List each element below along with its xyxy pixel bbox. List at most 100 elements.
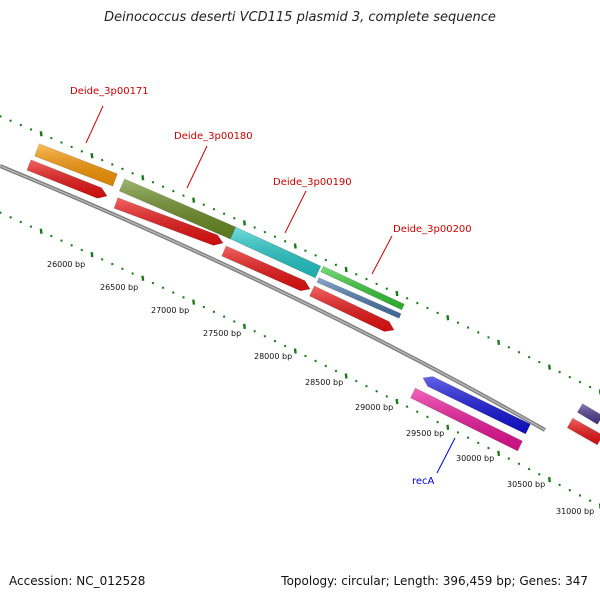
- tick-mark: [283, 240, 287, 243]
- tick-mark: [405, 297, 409, 300]
- orange-gene-shade: [34, 143, 118, 187]
- tick-mark: [344, 266, 348, 273]
- scale-label: 26500 bp: [100, 283, 138, 292]
- tick-mark: [100, 258, 104, 261]
- gene-label[interactable]: Deide_3p00171: [70, 86, 149, 97]
- tick-mark: [558, 370, 561, 374]
- tick-mark: [151, 281, 155, 285]
- red-cds-shade: [27, 159, 107, 199]
- tick-mark: [283, 344, 287, 348]
- tick-mark: [19, 123, 23, 127]
- tick-mark: [90, 252, 94, 258]
- tick-mark: [29, 128, 33, 131]
- tick-mark: [39, 228, 43, 234]
- tick-mark: [466, 326, 470, 329]
- tick-mark: [172, 291, 175, 294]
- tick-mark: [80, 248, 84, 252]
- tick-mark: [304, 249, 307, 252]
- tick-mark: [416, 410, 419, 414]
- tick-mark: [568, 375, 572, 379]
- tick-mark: [304, 354, 307, 358]
- tick-mark: [233, 217, 236, 220]
- tick-mark: [222, 212, 226, 216]
- scale-label: 28500 bp: [305, 378, 343, 387]
- tick-mark: [456, 321, 460, 324]
- gene-label[interactable]: recA: [412, 476, 435, 487]
- tick-mark: [558, 483, 561, 487]
- tick-mark: [161, 286, 165, 290]
- tick-mark: [477, 441, 480, 445]
- tick-mark: [405, 405, 409, 408]
- scale-label: 27000 bp: [151, 306, 189, 315]
- cyan-gene-shade: [230, 227, 321, 278]
- tick-mark: [70, 244, 73, 247]
- tick-mark: [497, 450, 501, 456]
- tick-mark: [273, 339, 277, 343]
- tick-mark: [182, 194, 185, 197]
- tick-mark: [568, 488, 572, 492]
- scale-label: 30500 bp: [507, 480, 545, 489]
- gene-label[interactable]: Deide_3p00180: [174, 131, 253, 142]
- tick-mark: [202, 305, 206, 309]
- red-cds-shade: [309, 286, 394, 332]
- tick-mark: [426, 306, 429, 310]
- tick-mark: [80, 149, 84, 153]
- tick-mark: [588, 385, 592, 389]
- tick-mark: [477, 331, 480, 334]
- tick-mark: [293, 243, 297, 249]
- accession-text: Accession: NC_012528: [9, 574, 146, 588]
- tick-mark: [578, 380, 582, 384]
- tick-mark: [212, 207, 216, 211]
- tick-mark: [111, 262, 114, 266]
- tick-mark: [263, 230, 267, 234]
- feature-track: [26, 143, 600, 452]
- tick-mark: [538, 473, 541, 476]
- tick-mark: [39, 131, 43, 137]
- tick-mark: [0, 211, 2, 214]
- tick-mark: [273, 235, 277, 238]
- outer-tick-ring: [0, 115, 600, 395]
- red-cds-shade: [114, 197, 223, 246]
- tick-mark: [19, 220, 23, 224]
- tick-mark: [385, 287, 389, 290]
- tick-mark: [100, 158, 104, 162]
- scale-label: 31000 bp: [556, 507, 594, 516]
- tick-mark: [0, 115, 2, 118]
- tick-mark: [233, 320, 236, 323]
- tick-mark: [121, 167, 124, 171]
- tick-mark: [314, 359, 317, 363]
- tick-mark: [497, 339, 501, 345]
- scale-label: 29000 bp: [355, 403, 393, 412]
- tick-mark: [324, 258, 328, 262]
- tick-mark: [395, 398, 399, 405]
- tick-mark: [212, 310, 216, 314]
- tick-mark: [151, 180, 155, 184]
- tick-mark: [375, 282, 378, 286]
- tick-mark: [446, 424, 450, 430]
- tick-mark: [578, 494, 582, 497]
- tick-mark: [588, 499, 592, 503]
- blue-gene-shade: [423, 376, 531, 434]
- red-cds-shade: [221, 246, 310, 291]
- tick-mark: [222, 315, 226, 318]
- tick-mark: [456, 431, 460, 434]
- tick-mark: [466, 436, 470, 439]
- tick-mark: [242, 220, 246, 226]
- map-title: Deinococcus deserti VCD115 plasmid 3, co…: [104, 10, 496, 25]
- tick-mark: [355, 379, 358, 383]
- tick-mark: [517, 350, 521, 354]
- tick-mark: [50, 234, 53, 238]
- red-cds-shade: [567, 418, 600, 445]
- green-gene-shade: [320, 266, 405, 310]
- gene-label[interactable]: Deide_3p00190: [273, 177, 352, 188]
- tick-mark: [182, 296, 185, 299]
- tick-mark: [293, 348, 297, 354]
- tick-mark: [29, 225, 33, 228]
- gene-label[interactable]: Deide_3p00200: [393, 224, 472, 235]
- tick-mark: [192, 197, 196, 203]
- tick-mark: [365, 384, 368, 388]
- tick-mark: [60, 141, 63, 144]
- inner-tick-ring: [0, 211, 600, 509]
